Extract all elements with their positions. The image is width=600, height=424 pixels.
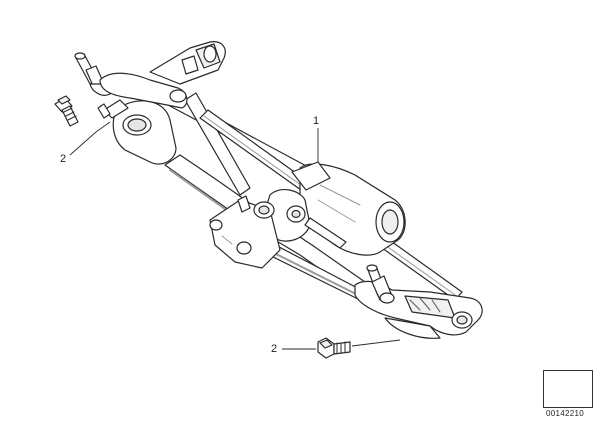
reference-icon-frame (543, 370, 593, 408)
callout-2-lower: 2 (271, 343, 278, 355)
right-pivot-spindle (366, 264, 395, 304)
upper-mounting-bolt (54, 95, 79, 127)
frame-bracket (209, 195, 281, 269)
upper-crank-arm (99, 72, 188, 109)
wiper-motor (291, 161, 406, 256)
diagram-reference-number: 00142210 (546, 409, 584, 418)
lower-mounting-bolt (317, 337, 351, 359)
right-pivot-housing (354, 280, 483, 339)
callout-2-upper: 2 (60, 153, 67, 165)
upper-ball-joint-arm (149, 41, 226, 85)
callout-1: 1 (313, 115, 320, 127)
leader-line-2-lower-b (351, 339, 401, 347)
leader-line-2-upper (69, 121, 111, 156)
left-pivot-housing (97, 99, 177, 165)
left-pivot-spindle (74, 52, 111, 96)
